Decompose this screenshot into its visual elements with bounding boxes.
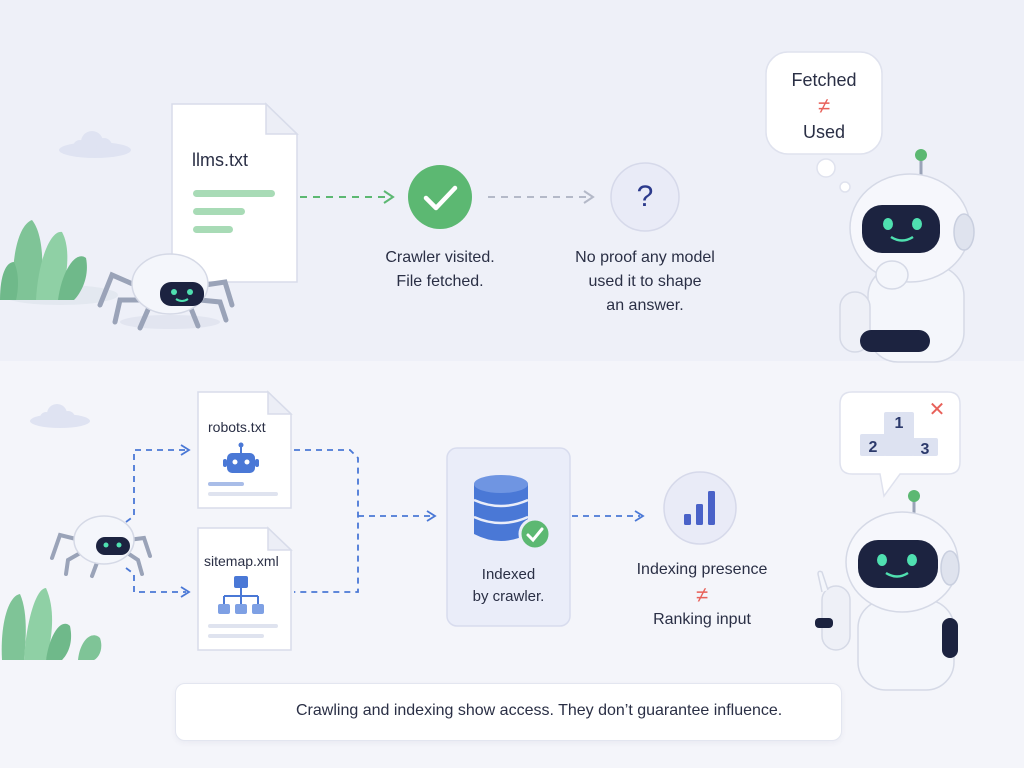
- not-equal-symbol: ≠: [817, 93, 831, 118]
- arrowhead: [180, 586, 191, 598]
- close-icon: ✕: [928, 399, 946, 421]
- indexed-caption: Indexed by crawler.: [447, 564, 570, 608]
- caption-line: used it to shape: [588, 273, 702, 290]
- database-icon: [473, 475, 529, 541]
- caption-line: Crawler visited.: [385, 249, 495, 266]
- not-equal-symbol: ≠: [695, 582, 709, 607]
- text-line: [193, 190, 275, 197]
- check-circle-icon: [408, 165, 472, 229]
- insight-note: Crawling and indexing show access. They …: [175, 683, 842, 741]
- arrowhead: [180, 444, 191, 456]
- plant-icon: [0, 220, 118, 305]
- caption-line: Indexing presence: [636, 561, 768, 578]
- robots-file-document: [197, 390, 293, 509]
- podium-first: 1: [894, 415, 904, 432]
- bar-chart-icon: [663, 471, 737, 545]
- sitemap-tree-icon: [218, 576, 264, 614]
- question-circle-icon: [610, 162, 680, 232]
- bubble-line: Fetched: [791, 70, 857, 90]
- presence-vs-ranking-text: Indexing presence ≠ Ranking input: [612, 557, 792, 632]
- sitemap-file-name: sitemap.xml: [204, 553, 279, 569]
- podium-third: 3: [920, 441, 930, 458]
- robots-file-name: robots.txt: [208, 419, 266, 435]
- visited-caption: Crawler visited. File fetched.: [360, 246, 520, 294]
- insight-note-text: Crawling and indexing show access. They …: [296, 702, 783, 719]
- cloud-icon: [30, 404, 90, 428]
- dashed-merge-arrows: [294, 449, 432, 593]
- spider-crawler-robot: [97, 253, 235, 331]
- dashed-arrow-blue: [572, 510, 645, 522]
- dashed-arrow-green: [300, 190, 395, 204]
- caption-line: Indexed: [481, 566, 536, 583]
- arrowhead: [426, 510, 437, 522]
- text-line: [193, 226, 233, 233]
- cloud-icon: [59, 131, 131, 158]
- podium-second: 2: [868, 439, 878, 456]
- dashed-arrow-gray: [488, 190, 595, 204]
- sitemap-file-document: [197, 526, 293, 651]
- dashed-branch-arrows: [125, 449, 186, 593]
- caption-line: by crawler.: [472, 588, 545, 605]
- text-line: [193, 208, 245, 215]
- no-proof-caption: No proof any model used it to shape an a…: [555, 246, 735, 318]
- llms-file-name: llms.txt: [192, 150, 248, 170]
- caption-line: No proof any model: [575, 249, 715, 266]
- question-mark: ?: [636, 180, 654, 213]
- caption-line: Ranking input: [653, 611, 751, 628]
- check-badge-icon: [518, 517, 552, 551]
- spider-crawler-robot: [50, 515, 152, 578]
- caption-line: File fetched.: [396, 273, 484, 290]
- llms-file-document: [171, 102, 299, 283]
- plant-icon: [1, 588, 102, 660]
- pointing-robot: [815, 490, 960, 691]
- thinking-robot: [839, 149, 975, 363]
- thought-bubble: [765, 51, 883, 193]
- bubble-line: Used: [802, 122, 846, 142]
- robot-icon: [223, 442, 259, 473]
- caption-line: an answer.: [606, 297, 684, 314]
- podium-speech-bubble: [839, 391, 961, 498]
- fetched-vs-used-text: Fetched ≠ Used: [766, 67, 882, 145]
- indexed-database-card: [446, 447, 571, 627]
